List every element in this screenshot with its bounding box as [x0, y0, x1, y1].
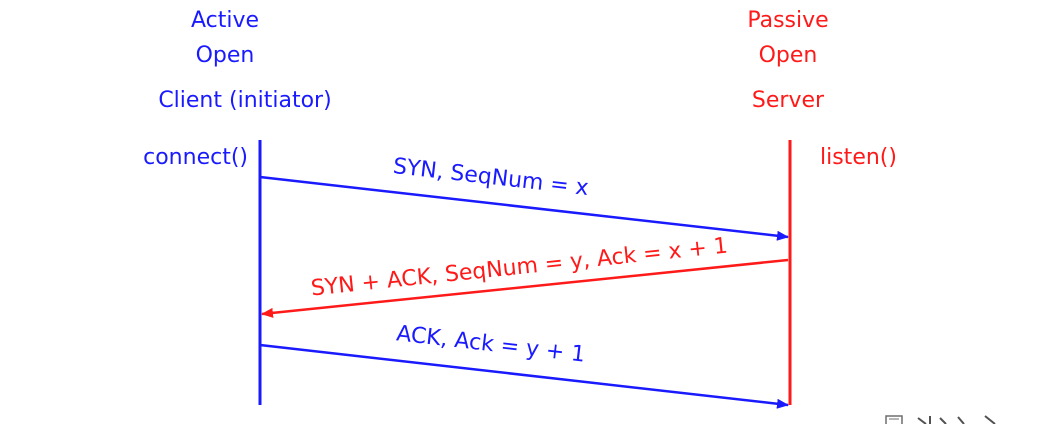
- syn-ack-arrow: [261, 258, 789, 318]
- client-role-label: Client (initiator): [158, 88, 331, 113]
- server-mode-line1: Passive: [747, 8, 828, 33]
- client-mode-line1: Active: [191, 8, 259, 33]
- server-call-label: listen(): [820, 145, 897, 170]
- syn-ack-message-label: SYN + ACK, SeqNum = y, Ack = x + 1: [310, 234, 729, 302]
- ack-message-label: ACK, Ack = y + 1: [395, 321, 586, 367]
- server-mode-line2: Open: [759, 43, 818, 68]
- client-mode-line2: Open: [196, 43, 255, 68]
- corner-watermark-graphic: [885, 415, 996, 424]
- syn-message-label: SYN, SeqNum = x: [392, 154, 590, 201]
- client-call-label: connect(): [143, 145, 248, 170]
- syn-arrow: [259, 175, 789, 241]
- server-role-label: Server: [752, 88, 825, 113]
- ack-arrow: [259, 343, 789, 409]
